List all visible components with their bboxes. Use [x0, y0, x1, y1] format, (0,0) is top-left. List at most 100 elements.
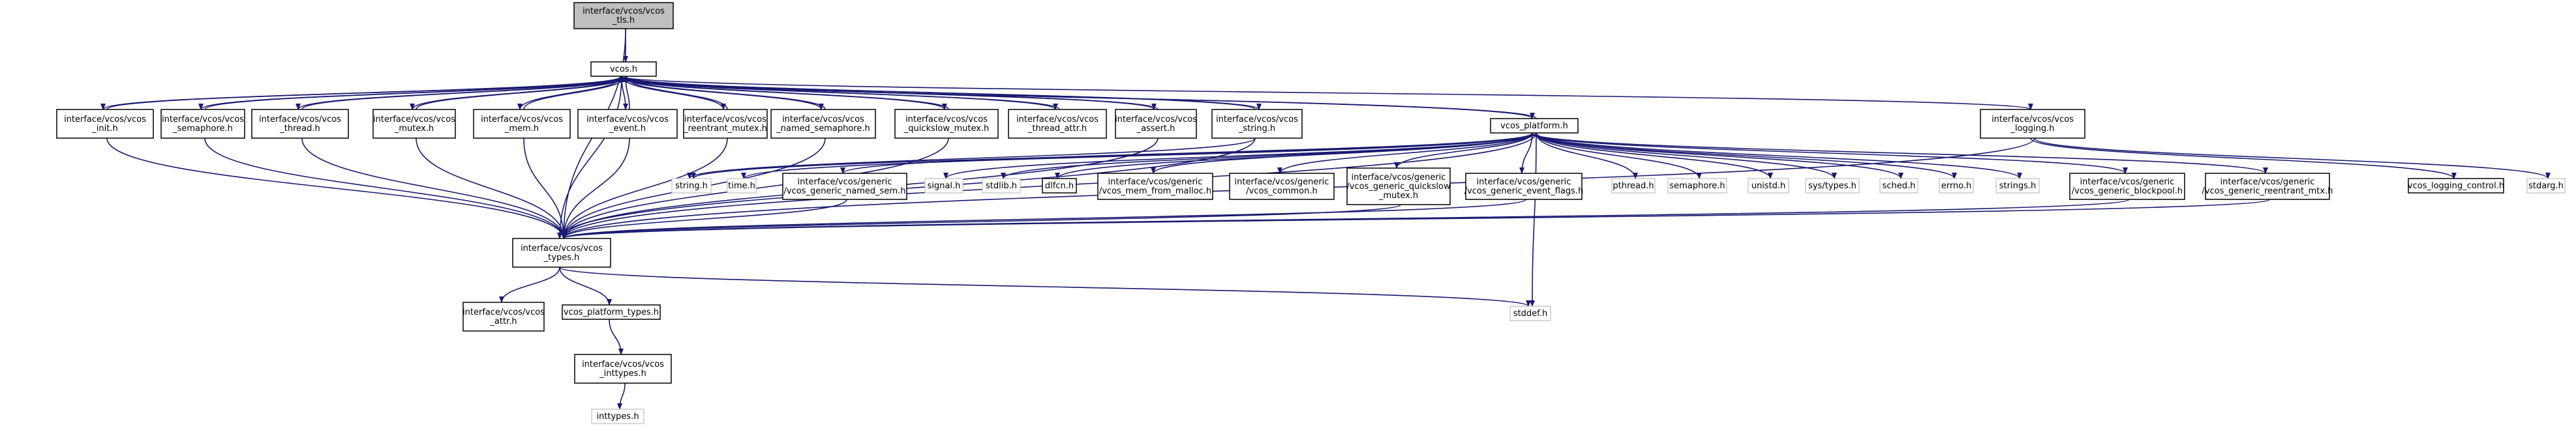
node-mem[interactable]: interface/vcos/vcos_mem.h	[473, 109, 571, 139]
node-label: _logging.h	[2010, 124, 2054, 134]
node-logging[interactable]: interface/vcos/vcos_logging.h	[1980, 109, 2085, 139]
node-label: interface/vcos/vcos	[1115, 115, 1197, 124]
node-label: vcos_platform.h	[1500, 121, 1568, 131]
edge-mutex-to-types	[416, 137, 566, 239]
node-label: strings.h	[1999, 181, 2036, 191]
node-tattr[interactable]: interface/vcos/vcos_thread_attr.h	[1008, 109, 1107, 139]
node-label: /vcos_generic_blockpool.h	[2072, 186, 2183, 196]
node-label: pthread.h	[1613, 181, 1654, 191]
edge-logging-to-logctl	[2030, 137, 2457, 179]
node-vcos[interactable]: vcos.h	[590, 61, 657, 77]
node-semaphore[interactable]: semaphore.h	[1667, 178, 1727, 194]
node-strings[interactable]: strings.h	[1995, 178, 2040, 194]
edge-vcos-to-logging	[621, 76, 2033, 110]
node-box	[1346, 167, 1451, 205]
node-gmalloc[interactable]: interface/vcos/generic/vcos_mem_from_mal…	[1097, 173, 1213, 200]
node-gnamed[interactable]: interface/vcos/generic/vcos_generic_name…	[782, 173, 907, 200]
node-label: /vcos_common.h	[1246, 186, 1317, 196]
node-sema[interactable]: interface/vcos/vcos_semaphore.h	[160, 109, 245, 139]
node-label: /vcos_generic_event_flags.h	[1464, 186, 1584, 196]
node-stdlib[interactable]: stdlib.h	[982, 178, 1021, 194]
node-stdarg[interactable]: stdarg.h	[2526, 178, 2566, 194]
node-logctl[interactable]: vcos_logging_control.h	[2408, 178, 2504, 194]
node-box	[1980, 109, 2085, 139]
node-box	[562, 304, 661, 320]
node-string[interactable]: string.h	[671, 178, 712, 194]
node-box	[577, 109, 678, 139]
node-errno[interactable]: errno.h	[1939, 178, 1974, 194]
node-attr[interactable]: interface/vcos/vcos_attr.h	[462, 302, 545, 332]
edge-init-to-vcos	[106, 76, 628, 110]
edge-sema-to-vcos	[204, 76, 628, 110]
node-label: sched.h	[1883, 181, 1916, 191]
node-stddef[interactable]: stddef.h	[1509, 306, 1551, 321]
node-label: _thread.h	[279, 124, 320, 134]
node-inttypes[interactable]: interface/vcos/vcos_inttypes.h	[574, 354, 672, 384]
node-quick[interactable]: interface/vcos/vcos_quickslow_mutex.h	[894, 109, 999, 139]
node-platform[interactable]: vcos_platform.h	[1490, 118, 1579, 134]
node-label: interface/vcos/generic	[1108, 177, 1203, 187]
node-box	[160, 109, 245, 139]
node-box	[1667, 178, 1727, 194]
node-thread[interactable]: interface/vcos/vcos_thread.h	[251, 109, 349, 139]
node-mutex[interactable]: interface/vcos/vcos_mutex.h	[372, 109, 456, 139]
node-init[interactable]: interface/vcos/vcos_init.h	[56, 109, 154, 139]
node-label: interface/vcos/generic	[2080, 177, 2175, 187]
node-gblock[interactable]: interface/vcos/generic/vcos_generic_bloc…	[2069, 173, 2185, 200]
node-tls[interactable]: interface/vcos/vcos_tls.h	[573, 2, 674, 29]
edge-platform-to-systypes	[1536, 132, 1837, 179]
node-box	[782, 173, 907, 200]
node-box	[1509, 306, 1551, 321]
node-sched[interactable]: sched.h	[1879, 178, 1918, 194]
edge-platform-to-sched	[1536, 132, 1903, 179]
node-systypes[interactable]: sys/types.h	[1805, 178, 1860, 194]
node-label: _quickslow_mutex.h	[903, 124, 990, 134]
edge-platform-to-gevent	[1519, 132, 1533, 174]
node-box	[1229, 173, 1335, 200]
node-reent[interactable]: interface/vcos/vcos_reentrant_mutex.h	[683, 109, 768, 139]
node-gquick[interactable]: interface/vcos/generic/vcos_generic_quic…	[1346, 167, 1451, 205]
node-inttypesh[interactable]: inttypes.h	[591, 409, 644, 424]
node-label: time.h	[728, 181, 755, 191]
node-label: interface/vcos/vcos	[373, 115, 455, 124]
node-gcommon[interactable]: interface/vcos/generic/vcos_common.h	[1229, 173, 1335, 200]
node-dlfcn[interactable]: dlfcn.h	[1042, 178, 1077, 194]
node-label: interface/vcos/vcos	[586, 115, 669, 124]
node-label: _assert.h	[1136, 124, 1175, 134]
node-label: interface/vcos/vcos	[462, 308, 545, 317]
node-box	[2526, 178, 2566, 194]
node-pthread[interactable]: pthread.h	[1611, 178, 1656, 194]
node-named[interactable]: interface/vcos/vcos_named_semaphore.h	[770, 109, 876, 139]
node-label: unistd.h	[1751, 181, 1786, 191]
node-vstring[interactable]: interface/vcos/vcos_string.h	[1211, 109, 1303, 139]
node-gevent[interactable]: interface/vcos/generic/vcos_generic_even…	[1464, 173, 1584, 200]
node-event[interactable]: interface/vcos/vcos_event.h	[577, 109, 678, 139]
node-label: string.h	[675, 181, 708, 191]
node-types[interactable]: interface/vcos/vcos_types.h	[512, 238, 611, 268]
node-label: interface/vcos/generic	[2220, 177, 2315, 187]
node-box	[1995, 178, 2040, 194]
node-label: /vcos_generic_named_sem.h	[784, 186, 906, 196]
node-label: semaphore.h	[1669, 181, 1725, 191]
node-label: interface/vcos/vcos	[905, 115, 988, 124]
node-label: vcos.h	[610, 65, 637, 74]
edge-gquick-to-types	[561, 204, 1401, 239]
node-unistd[interactable]: unistd.h	[1748, 178, 1789, 194]
node-ptypes[interactable]: vcos_platform_types.h	[562, 304, 661, 320]
edge-mutex-to-vcos	[416, 76, 628, 110]
node-box	[1115, 109, 1197, 139]
node-box	[982, 178, 1021, 194]
node-box	[462, 302, 545, 332]
node-box	[573, 2, 674, 29]
node-signal[interactable]: signal.h	[924, 178, 963, 194]
node-label: interface/vcos/generic	[1352, 173, 1446, 182]
node-box	[1611, 178, 1656, 194]
node-label: inttypes.h	[596, 412, 639, 422]
node-label: _event.h	[609, 124, 646, 134]
node-greent[interactable]: interface/vcos/generic/vcos_generic_reen…	[2202, 173, 2333, 200]
node-box	[1465, 173, 1583, 200]
node-time[interactable]: time.h	[727, 178, 757, 194]
node-assert[interactable]: interface/vcos/vcos_assert.h	[1115, 109, 1197, 139]
edge-platform-to-stdlib	[1001, 132, 1537, 179]
